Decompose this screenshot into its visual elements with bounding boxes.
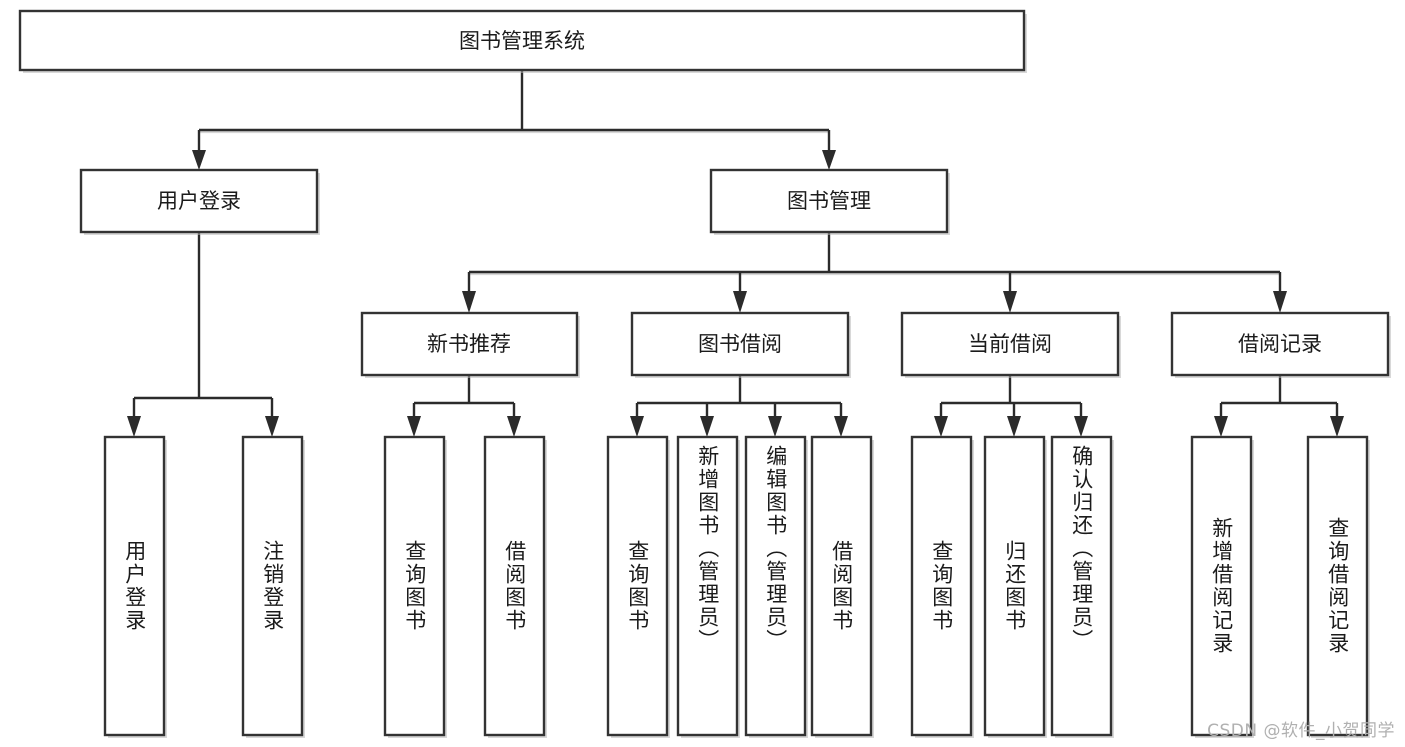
watermark-text: CSDN @软件_小贺同学 [1207,721,1395,741]
book-borrow-box[interactable] [630,311,850,377]
node-book-borrow[interactable]: 图书借阅 [630,311,851,378]
user-login-label: 用户登录 [157,189,241,213]
arrow-to-leaf-borrow-book-recommend [507,416,521,437]
arrow-to-leaf-add-borrow-record [1214,416,1228,437]
arrow-to-leaf-confirm-return-admin [1074,416,1088,437]
leaf-add-borrow-record-box[interactable] [1190,435,1253,737]
current-borrow-box[interactable] [900,311,1120,377]
arrow-to-leaf-query-book-borrow [630,416,644,437]
book-borrow-label: 图书借阅 [698,332,782,356]
arrow-to-leaf-user-login [127,416,141,437]
connectors-group [127,70,1344,437]
arrow-to-book-borrow [733,291,747,313]
arrow-to-leaf-add-book-admin [700,416,714,437]
book-management-label: 图书管理 [787,189,871,213]
arrow-to-user-login [192,150,206,170]
new-book-recommend-label: 新书推荐 [427,332,511,356]
node-root[interactable]: 图书管理系统 [18,9,1027,73]
arrow-to-leaf-return-book [1007,416,1021,437]
leaf-borrow-book-box[interactable] [810,435,873,737]
arrow-to-leaf-edit-book-admin [768,416,782,437]
arrow-to-borrow-record [1273,291,1287,313]
current-borrow-label: 当前借阅 [968,332,1052,356]
node-book-management[interactable]: 图书管理 [709,168,950,235]
root-label: 图书管理系统 [459,29,585,53]
new-book-recommend-box[interactable] [360,311,579,377]
book-management-box[interactable] [709,168,949,234]
borrow-record-box[interactable] [1170,311,1390,377]
leaf-add-book-admin-box[interactable] [676,435,739,737]
arrow-to-leaf-query-book-current [934,416,948,437]
leaf-edit-book-admin-box[interactable] [744,435,807,737]
root-box[interactable] [18,9,1026,72]
leaf-query-borrow-record-box[interactable] [1306,435,1369,737]
arrow-to-new-book-recommend [462,291,476,313]
user-login-box[interactable] [79,168,319,234]
arrow-to-leaf-logout-login [265,416,279,437]
leaf-borrow-book-recommend-box[interactable] [483,435,546,737]
node-borrow-record[interactable]: 借阅记录 [1170,311,1391,378]
borrow-record-label: 借阅记录 [1238,332,1322,356]
arrow-to-current-borrow [1003,291,1017,313]
leaf-query-book-borrow-box[interactable] [606,435,669,737]
leaf-return-book-box[interactable] [983,435,1046,737]
node-current-borrow[interactable]: 当前借阅 [900,311,1121,378]
leaf-nodes-group [103,435,1370,738]
arrow-to-leaf-query-borrow-record [1330,416,1344,437]
leaf-logout-login-box[interactable] [241,435,304,737]
leaf-query-book-recommend-box[interactable] [383,435,446,737]
leaf-query-book-current-box[interactable] [910,435,973,737]
arrow-to-leaf-query-book-recommend [407,416,421,437]
node-user-login[interactable]: 用户登录 [79,168,320,235]
arrow-to-leaf-borrow-book [834,416,848,437]
arrow-to-book-management [822,150,836,170]
leaf-user-login-box[interactable] [103,435,166,737]
node-new-book-recommend[interactable]: 新书推荐 [360,311,580,378]
leaf-confirm-return-admin-box[interactable] [1050,435,1113,737]
